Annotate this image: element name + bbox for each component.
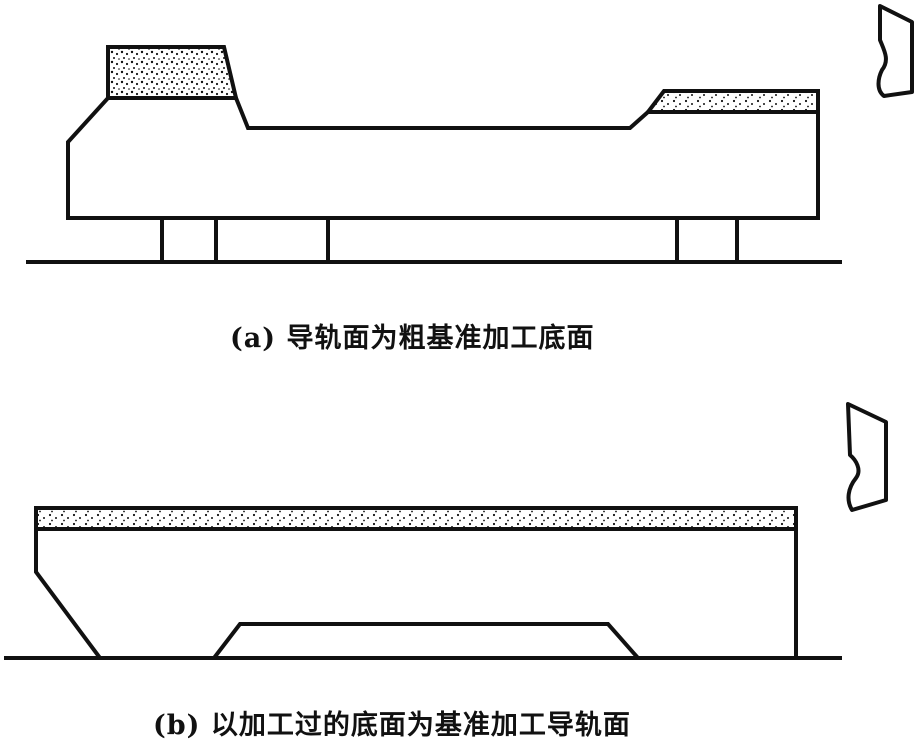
bed-body-a bbox=[66, 96, 820, 220]
caption-a: (a) 导轨面为粗基准加工底面 bbox=[230, 323, 595, 354]
guide-rail-layer bbox=[34, 506, 798, 531]
cutter-icon-b bbox=[846, 402, 888, 512]
support-block-left bbox=[160, 216, 218, 264]
figure-a bbox=[26, 45, 842, 264]
caption-b: (b) 以加工过的底面为基准加工导轨面 bbox=[153, 710, 631, 741]
bed-body-b bbox=[34, 527, 798, 660]
support-block-right bbox=[675, 216, 739, 264]
guide-rail-right bbox=[643, 89, 820, 114]
guide-rail-left bbox=[106, 45, 239, 100]
figure-b bbox=[4, 506, 842, 660]
cutter-icon-a bbox=[876, 4, 914, 98]
